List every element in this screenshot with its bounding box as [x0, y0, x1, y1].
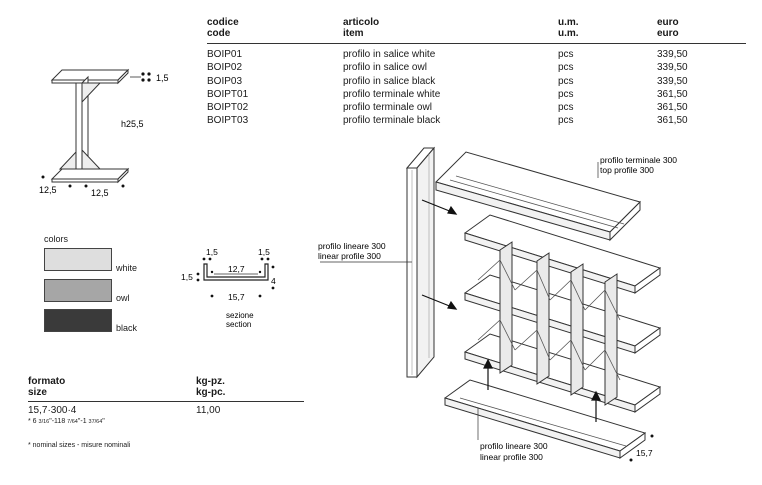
section-dim-side: 1,5: [181, 272, 193, 282]
inches-note: * 6 3/16"-118 7/64"-1 37/64": [28, 418, 105, 425]
top-profile-label-en: top profile 300: [600, 165, 654, 175]
table-cell-code: BOIPT03: [207, 115, 249, 127]
color-swatch-white: [44, 248, 112, 271]
section-dim-right: 1,5: [258, 247, 270, 257]
color-label-white: white: [116, 263, 138, 273]
header-price-en: euro: [657, 28, 679, 39]
inches-frac-2: 7/64: [67, 419, 78, 425]
table-cell-price: 361,50: [657, 115, 688, 127]
height-label: h25,5: [121, 119, 144, 129]
color-label-owl: owl: [116, 293, 130, 303]
linear-bottom-label-en: linear profile 300: [480, 452, 543, 462]
table-cell-price: 339,50: [657, 49, 688, 60]
table-cell-unit: pcs: [558, 102, 574, 114]
inches-prefix: * 6: [28, 418, 39, 425]
header-code: codice code: [207, 17, 239, 39]
format-header-weight: kg-pz. kg-pc.: [196, 376, 225, 398]
table-cell-code: BOIP03: [207, 75, 243, 87]
linear-left-label-en: linear profile 300: [318, 251, 381, 261]
table-cell-price: 339,50: [657, 75, 688, 87]
color-swatch-owl: [44, 279, 112, 302]
table-cell-code: BOIP01: [207, 49, 243, 60]
section-inner-width: 12,7: [228, 264, 245, 274]
section-drawing: 1,5 1,5 1,5 12,7 4 15,7 sezione section: [181, 247, 276, 329]
table-cell-unit: pcs: [558, 49, 574, 60]
header-unit-en: u.m.: [558, 28, 579, 39]
header-item-it: articolo: [343, 17, 380, 28]
inches-frac-1: 3/16: [38, 419, 50, 425]
section-outer-width: 15,7: [228, 292, 245, 302]
table-cell-item: profilo in salice black: [343, 75, 436, 87]
inches-suffix: ": [102, 418, 105, 425]
unit-column: pcs pcs pcs pcs pcs pcs: [558, 48, 574, 128]
format-rule: [28, 401, 304, 402]
header-code-it: codice: [207, 17, 239, 28]
table-cell-price: 339,50: [657, 62, 688, 74]
inches-mid: "-118: [49, 418, 68, 425]
table-cell-item: profilo in salice white: [343, 49, 436, 60]
table-cell-item: profilo in salice owl: [343, 62, 427, 74]
table-cell-item: profilo terminale owl: [343, 102, 432, 114]
linear-left-label-it: profilo lineare 300: [318, 241, 386, 251]
table-cell-unit: pcs: [558, 88, 574, 100]
header-code-en: code: [207, 28, 231, 39]
table-cell-code: BOIPT01: [207, 88, 249, 100]
inches-frac-3: 37/64: [88, 419, 103, 425]
header-item: articolo item: [343, 17, 379, 39]
table-cell-price: 361,50: [657, 88, 688, 100]
section-dim-left: 1,5: [206, 247, 218, 257]
table-cell-code: BOIPT02: [207, 102, 249, 114]
table-cell-unit: pcs: [558, 62, 574, 74]
base-right-label: 12,5: [91, 188, 109, 198]
base-left-label: 12,5: [39, 185, 57, 195]
table-cell-code: BOIP02: [207, 62, 243, 74]
inches-mid-2: "-1: [77, 418, 89, 425]
format-header-size: formato size: [28, 376, 65, 398]
format-weight-value: 11,00: [196, 405, 221, 416]
format-header-size-it: formato: [28, 376, 66, 387]
thickness-label: 1,5: [156, 73, 169, 83]
color-swatch-black: [44, 309, 112, 332]
header-unit: u.m. u.m.: [558, 17, 579, 39]
code-column: BOIP01 BOIP02 BOIP03 BOIPT01 BOIPT02 BOI…: [207, 48, 248, 128]
table-cell-price: 361,50: [657, 102, 688, 114]
header-item-en: item: [343, 28, 364, 39]
header-price-it: euro: [657, 17, 679, 28]
table-header-rule: [207, 43, 746, 44]
format-size-value: 15,7·300·4: [28, 405, 77, 416]
bottom-dim-label: 15,7: [636, 448, 653, 458]
color-label-black: black: [116, 323, 138, 333]
linear-bottom-label-it: profilo lineare 300: [480, 441, 548, 451]
table-cell-unit: pcs: [558, 115, 574, 127]
footnote: * nominal sizes - misure nominali: [28, 442, 131, 449]
item-column: profilo in salice white profilo in salic…: [343, 48, 440, 128]
section-height: 4: [271, 276, 276, 286]
section-label-en: section: [226, 320, 251, 329]
profile-drawing: 1,5 h25,5 12,5 12,5: [39, 68, 169, 198]
table-cell-item: profilo terminale black: [343, 115, 441, 127]
section-label-it: sezione: [226, 311, 254, 320]
format-header-weight-it: kg-pz.: [196, 376, 225, 387]
header-price: euro euro: [657, 17, 679, 39]
top-profile-label-it: profilo terminale 300: [600, 155, 677, 165]
colors-title: colors: [44, 234, 69, 244]
assembly-drawing: profilo terminale 300 top profile 300 pr…: [318, 146, 677, 462]
format-header-size-en: size: [28, 387, 47, 398]
table-cell-item: profilo terminale white: [343, 88, 441, 100]
header-unit-it: u.m.: [558, 17, 579, 28]
price-column: 339,50 339,50 339,50 361,50 361,50 361,5…: [657, 48, 688, 128]
format-header-weight-en: kg-pc.: [196, 387, 226, 398]
table-cell-unit: pcs: [558, 75, 574, 87]
